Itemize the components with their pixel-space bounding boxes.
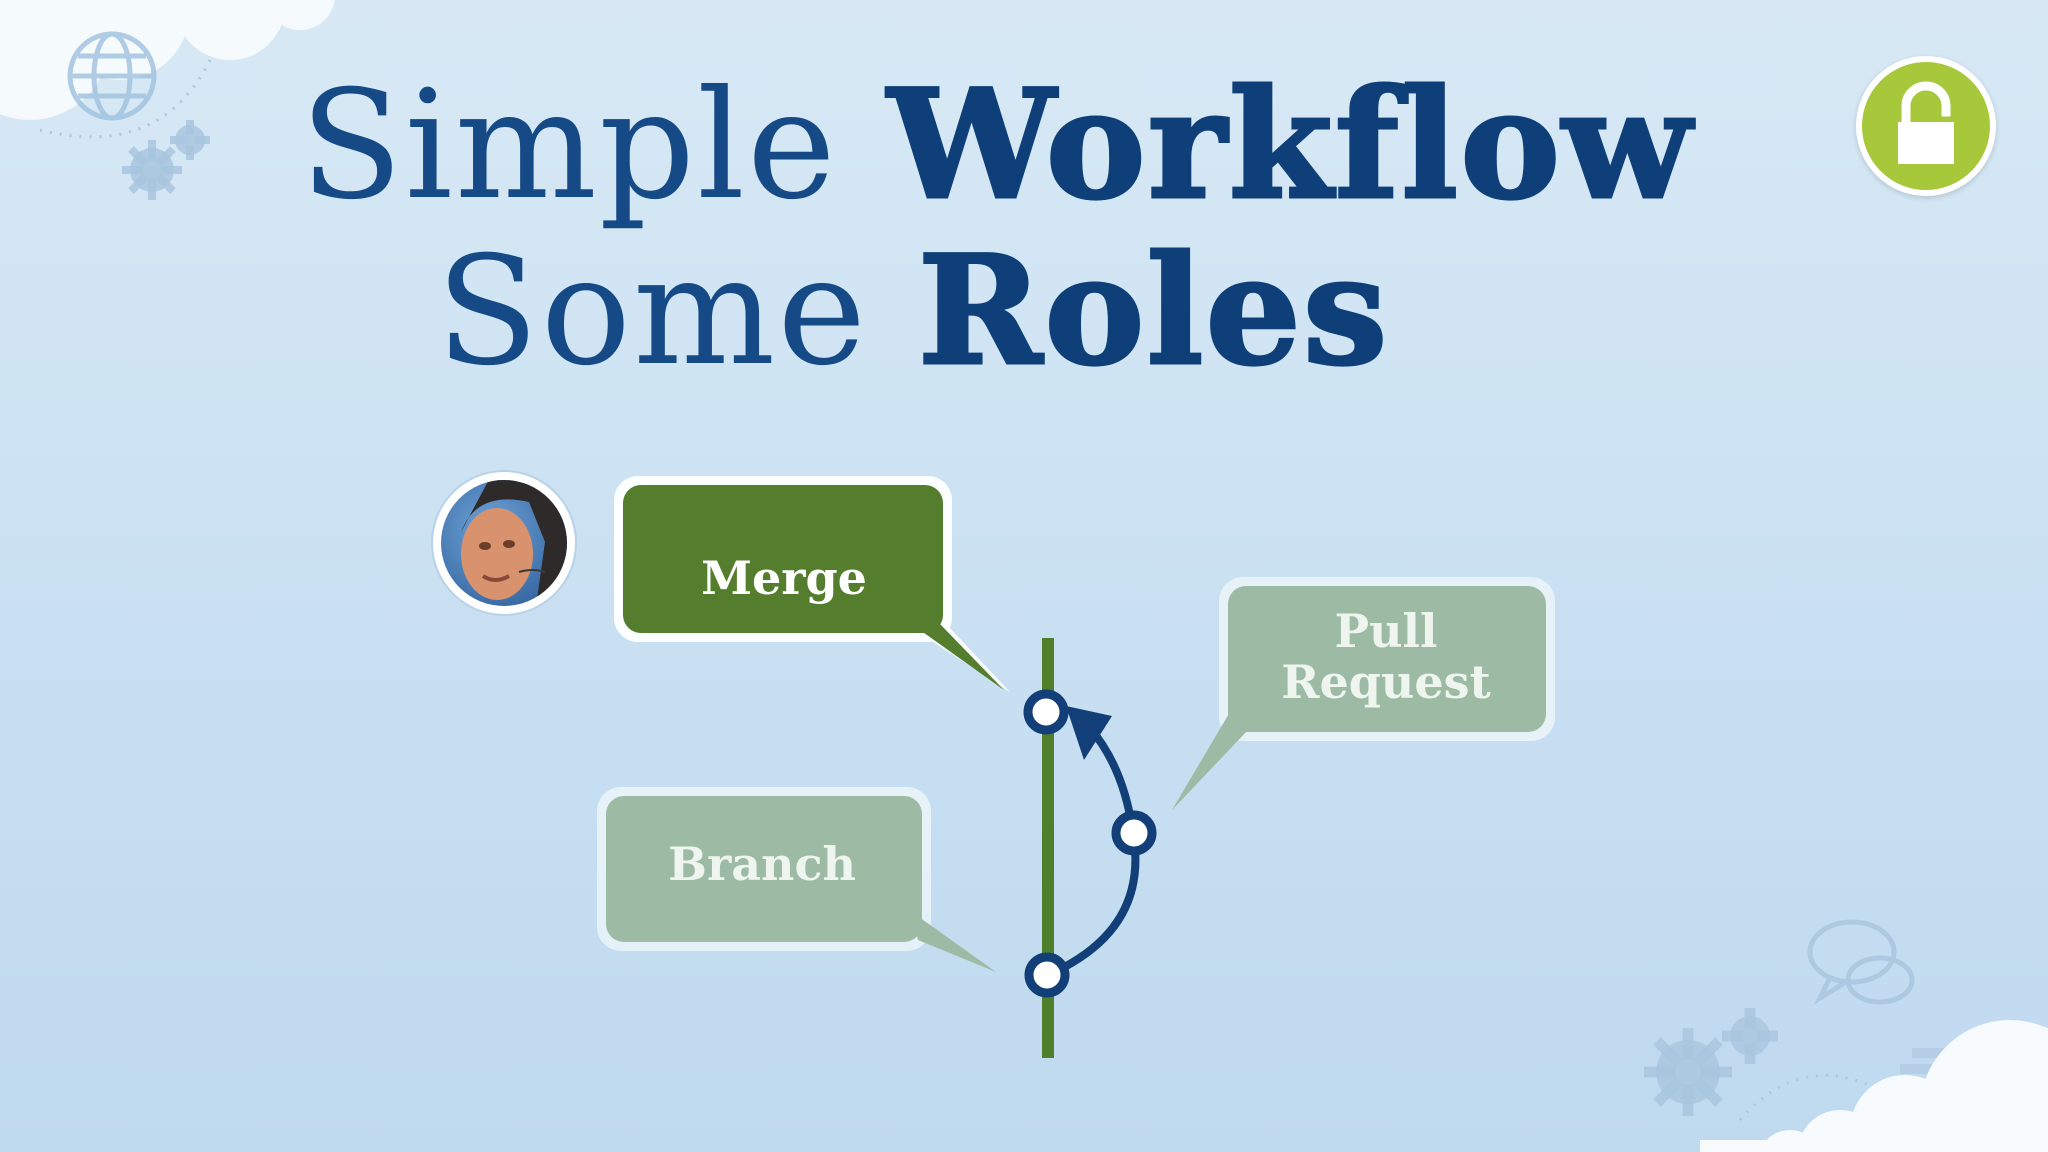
title-word-workflow: Workflow	[886, 57, 1694, 233]
pull-request-callout	[1172, 577, 1555, 810]
commit-merge	[1023, 689, 1069, 735]
person-photo	[441, 480, 567, 606]
title-line-2: Some Roles	[436, 235, 1389, 388]
unlocked-padlock-icon	[1898, 81, 1954, 164]
title-word-some: Some	[436, 225, 869, 399]
commit-pull-request	[1111, 810, 1157, 856]
title-word-simple: Simple	[300, 59, 838, 233]
dotted-arc-bottom-right	[1738, 1074, 1881, 1121]
merge-arrowhead	[1066, 706, 1112, 760]
chat-bubbles-icon	[1807, 919, 1915, 1005]
avatar	[433, 472, 575, 614]
lock-badge	[1856, 56, 1996, 196]
branch-label: Branch	[668, 836, 856, 891]
cloud-top-left	[0, 0, 335, 120]
commit-branch	[1024, 952, 1070, 998]
title-line-1: Simple Workflow	[300, 69, 1693, 222]
merge-callout	[614, 476, 1010, 692]
branch-callout	[597, 787, 996, 972]
globe-icon	[67, 31, 157, 121]
title-word-roles: Roles	[916, 223, 1390, 399]
cloud-bottom-right	[1700, 1020, 2048, 1152]
merge-label: Merge	[701, 550, 867, 605]
